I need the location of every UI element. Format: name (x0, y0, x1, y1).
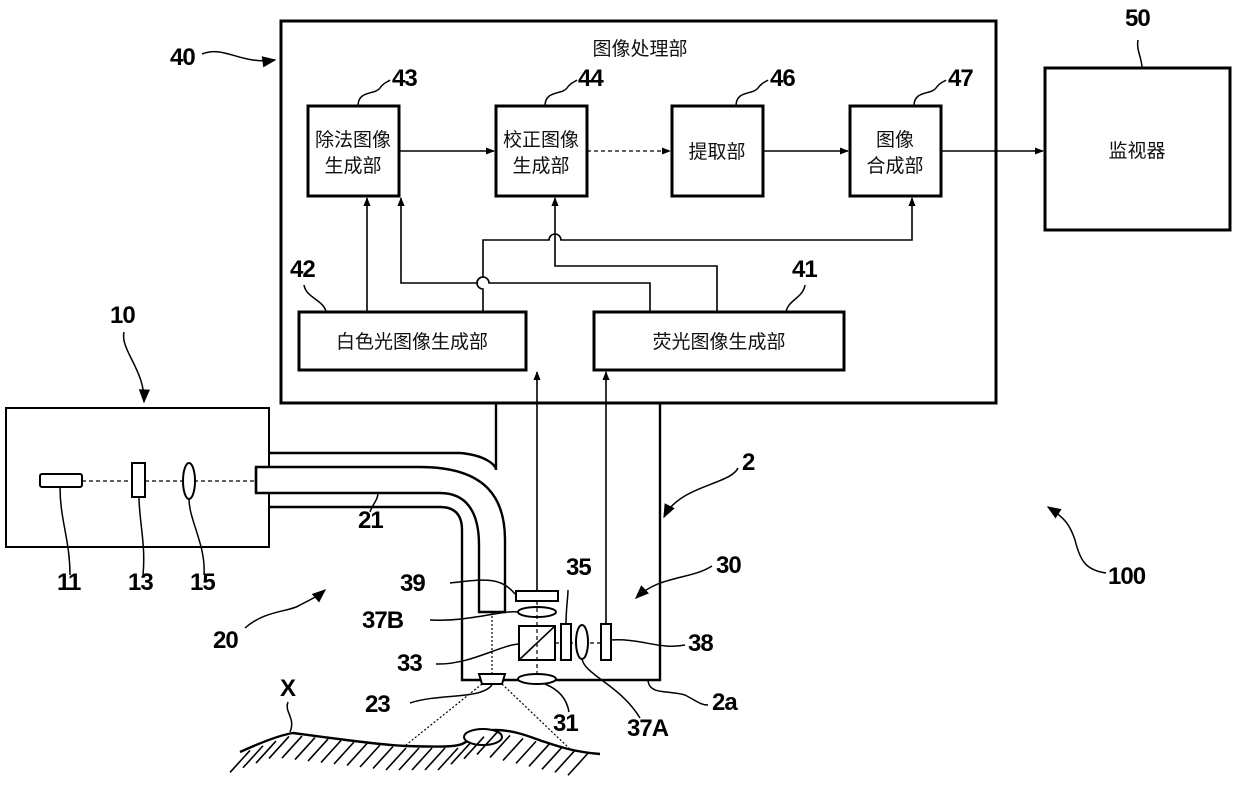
fluorescence-lens (576, 625, 588, 659)
block-44-line1: 校正图像 (503, 129, 579, 151)
block-47-line2: 合成部 (866, 155, 923, 177)
block-46-line1: 提取部 (688, 141, 745, 163)
light-emitter (40, 474, 82, 487)
ref-label-2a: 2a (712, 689, 738, 716)
ref-arrow-40 (202, 52, 275, 61)
imaging-unit: 39 37B 33 23 31 35 37A 38 30 (362, 372, 741, 742)
hatch-line (529, 744, 549, 766)
ref-label-10: 10 (110, 302, 135, 329)
hatch-line (516, 741, 536, 763)
hatch-line (542, 747, 562, 769)
excitation-cut-filter (561, 624, 571, 660)
ref-label-47: 47 (948, 65, 973, 92)
ref-label-11: 11 (57, 569, 81, 596)
block-42-line1: 白色光图像生成部 (336, 331, 488, 353)
scope: 21 2 2a 20 (213, 403, 755, 716)
scope-cable-upper (269, 403, 496, 470)
ref-label-20: 20 (213, 627, 238, 654)
ref-label-37b: 37B (362, 607, 404, 634)
monitor: 监视器 50 (1045, 5, 1230, 230)
hatch-line (230, 750, 250, 772)
hatch-line (568, 753, 588, 775)
ref-processor: 40 (170, 44, 275, 71)
light-source: 10 11 13 15 (6, 302, 269, 596)
ref-label-37a: 37A (627, 715, 669, 742)
ref-label-33: 33 (397, 650, 422, 677)
ref-label-50: 50 (1125, 5, 1150, 32)
monitor-label: 监视器 (1108, 140, 1165, 162)
ref-label-35: 35 (566, 554, 591, 581)
subject-tissue: X (230, 675, 600, 775)
illumination-lens (479, 674, 505, 684)
ref-label-44: 44 (578, 65, 604, 92)
ref-arrow-100 (1048, 507, 1106, 573)
ref-label-31: 31 (553, 710, 578, 737)
tissue-surface (240, 730, 600, 754)
ref-label-30: 30 (716, 552, 741, 579)
block-44-line2: 生成部 (512, 155, 569, 177)
ref-label-38: 38 (688, 630, 713, 657)
ref-label-2: 2 (742, 449, 755, 476)
hatch-line (555, 750, 575, 772)
ref-label-39: 39 (400, 570, 425, 597)
ref-label-x: X (280, 675, 296, 702)
ref-label-43: 43 (392, 65, 417, 92)
block-47-line1: 图像 (876, 129, 914, 151)
image-processing-unit-title: 图像处理部 (592, 38, 687, 60)
light-guide (256, 467, 505, 612)
ref-label-15: 15 (190, 569, 215, 596)
block-43-line2: 生成部 (324, 155, 381, 177)
ref-label-41: 41 (792, 256, 817, 283)
ref-label-23: 23 (365, 691, 390, 718)
ref-label-13: 13 (128, 569, 153, 596)
fluorescence-sensor (601, 624, 611, 660)
ref-label-46: 46 (770, 65, 795, 92)
ref-arrow-20 (245, 590, 325, 628)
ref-arrow-2 (664, 468, 738, 517)
ref-label-100: 100 (1108, 563, 1146, 590)
block-41-line1: 荧光图像生成部 (652, 331, 785, 353)
ref-arrow-30 (636, 566, 712, 598)
white-light-sensor (516, 591, 558, 601)
ref-label-40: 40 (170, 44, 195, 71)
ref-label-21: 21 (358, 507, 383, 534)
coupling-lens (183, 463, 195, 499)
ref-arrow-10 (124, 332, 144, 402)
hatch-line (503, 738, 523, 760)
ref-system: 100 (1048, 507, 1146, 590)
block-43-line1: 除法图像 (315, 129, 391, 151)
ref-label-42: 42 (290, 256, 315, 283)
objective-lens (518, 674, 556, 684)
filter (132, 463, 145, 497)
